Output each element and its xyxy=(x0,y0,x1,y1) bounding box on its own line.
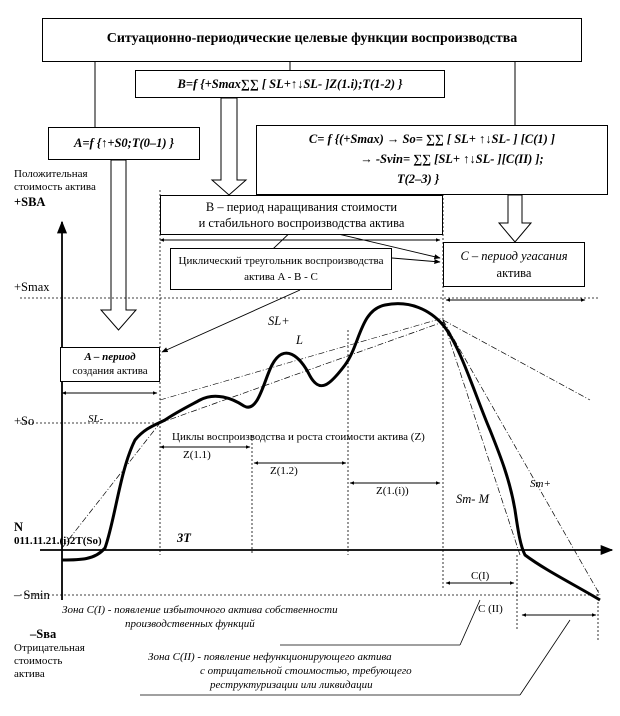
header-title: Ситуационно-периодические целевые функци… xyxy=(106,31,518,46)
formula-c-line2: → -Svin= ∑∑ [SL+ ↑↓SL- ][C(II) ]; xyxy=(360,152,544,166)
axis-negative-line2: стоимость xyxy=(14,655,63,667)
zone1-line1: Зона C(I) - появление избыточного актива… xyxy=(62,604,338,616)
cycle-z1i: Z(1.(i)) xyxy=(376,485,409,497)
formula-c-box: C= f {(+Smax) → So= ∑∑ [ SL+ ↑↓SL- ] [C(… xyxy=(256,125,608,195)
label-sm-plus: Sm+ xyxy=(530,478,551,490)
trend-sl-plus xyxy=(159,321,444,424)
formula-c-line3: T(2–3) } xyxy=(397,172,440,186)
triangle-line2: актива A - B - C xyxy=(244,271,318,283)
period-a-line2: создания актива xyxy=(72,365,148,377)
value-curve xyxy=(61,302,601,602)
zone1-line2: производственных функций xyxy=(125,618,255,630)
axis-negative-line3: актива xyxy=(14,668,45,680)
axis-negative-line1: Отрицательная xyxy=(14,642,85,654)
axis-positive-line1: Положительная xyxy=(14,168,88,180)
triangle-arrow-to-a xyxy=(161,289,301,353)
axis-origin-n: N xyxy=(14,520,24,534)
triangle-line1: Циклический треугольник воспроизводства xyxy=(178,255,384,267)
zone2-line2: с отрицательной стоимостью, требующего xyxy=(200,665,412,677)
axis-3t: 3T xyxy=(177,531,191,545)
period-a-box: A – период создания актива xyxy=(60,347,160,382)
trend-upper xyxy=(159,317,444,401)
zone-c2-tag: C (II) xyxy=(478,603,503,615)
hollow-arrow-a xyxy=(99,159,138,331)
cycles-title: Циклы воспроизводства и роста стоимости … xyxy=(172,431,425,443)
trend-sl-minus xyxy=(61,422,161,549)
zone2-leader-up xyxy=(519,619,571,696)
axis-origin-text: 011.11.21.(i)2T(So) xyxy=(14,535,102,547)
formula-b-box: B=f {+Smax∑∑ [ SL+↑↓SL- ]Z(1.i);T(1-2) } xyxy=(135,70,445,98)
trend-s-l xyxy=(442,319,591,401)
zone-c1-tag: C(I) xyxy=(471,570,490,582)
period-b-line1: B – период наращивания стоимости xyxy=(205,200,398,214)
triangle-arrow-b-c xyxy=(391,257,441,265)
hollow-arrow-b xyxy=(210,97,248,196)
trend-sm-plus xyxy=(442,319,601,596)
trend-sm-minus xyxy=(442,319,521,556)
axis-so: +So xyxy=(14,414,35,428)
label-l: L xyxy=(296,333,303,347)
period-a-line1: A – период xyxy=(84,351,136,363)
axis-smax: +Smax xyxy=(14,280,50,294)
cycle-z12: Z(1.2) xyxy=(270,465,298,477)
hollow-arrow-c xyxy=(497,194,533,243)
formula-b: B=f {+Smax∑∑ [ SL+↑↓SL- ]Z(1.i);T(1-2) } xyxy=(177,77,403,91)
label-sl-minus: SL- xyxy=(88,413,104,425)
axis-positive-line2: стоимость актива xyxy=(14,181,96,193)
zone1-leader-up xyxy=(459,599,481,646)
zone2-line1: Зона C(II) - появление нефункционирующег… xyxy=(148,651,392,663)
period-b-box: B – период наращивания стоимости и стаби… xyxy=(160,195,443,235)
label-sm-minus: Sm- M xyxy=(456,492,489,506)
triangle-box: Циклический треугольник воспроизводства … xyxy=(170,248,392,290)
period-c-line2: актива xyxy=(496,266,532,280)
label-sl-plus: SL+ xyxy=(268,314,290,328)
period-b-line2: и стабильного воспроизводства актива xyxy=(198,216,405,230)
formula-a-box: A=f {↑+S0;T(0–1) } xyxy=(48,127,200,160)
cycle-z11: Z(1.1) xyxy=(183,449,211,461)
axis-positive-symbol: +SBA xyxy=(14,195,46,209)
formula-c-line1: C= f {(+Smax) → So= ∑∑ [ SL+ ↑↓SL- ] [C(… xyxy=(308,132,556,146)
zone2-line3: реструктуризации или ликвидации xyxy=(210,679,373,691)
axis-negative-symbol: –Sва xyxy=(30,627,57,641)
period-c-line1: C – период угасания xyxy=(460,249,568,263)
header-box: Ситуационно-периодические целевые функци… xyxy=(42,18,582,62)
formula-a: A=f {↑+S0;T(0–1) } xyxy=(73,136,175,150)
period-c-box: C – период угасания актива xyxy=(443,242,585,287)
axis-smin: – Smin xyxy=(14,588,50,602)
